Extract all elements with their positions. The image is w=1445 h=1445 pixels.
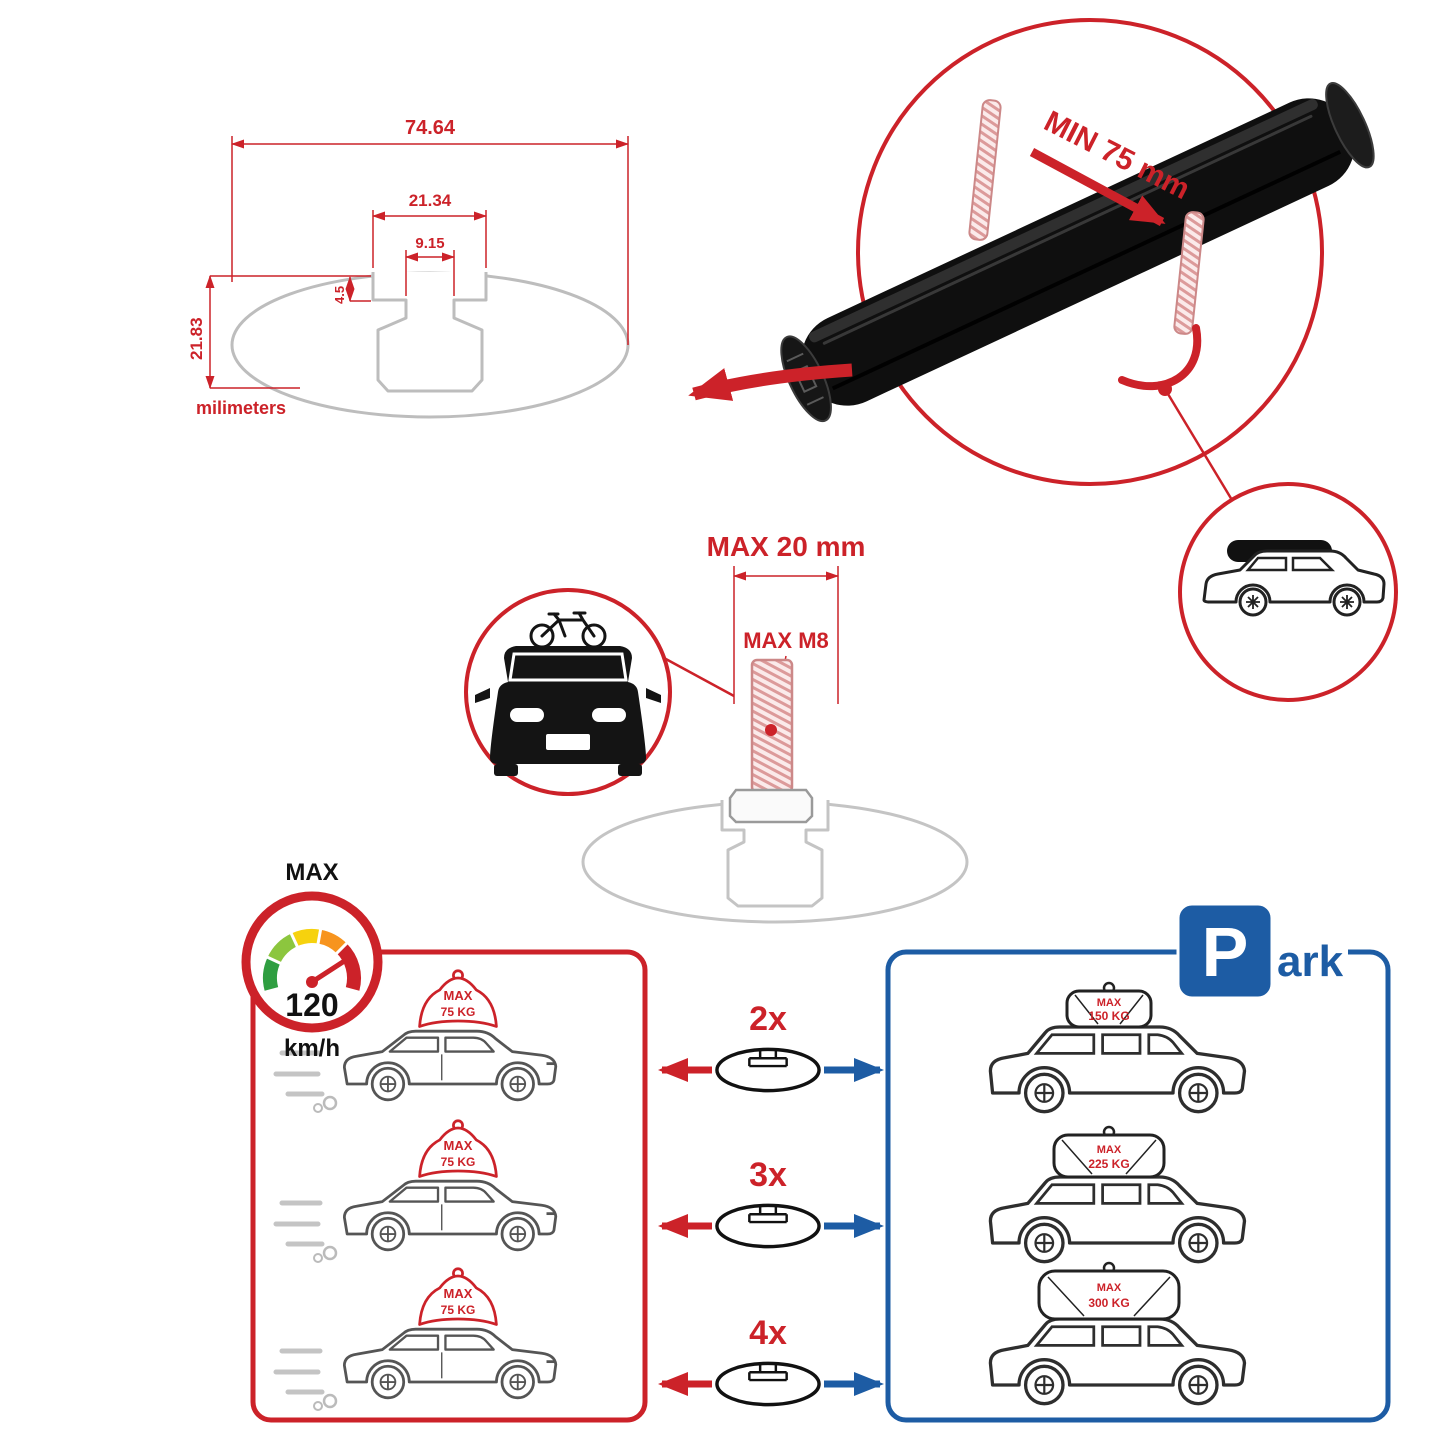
- gauge-pivot: [306, 976, 318, 988]
- dimension-lip-height: 4.5: [332, 286, 347, 304]
- load-label: MAX: [444, 1138, 473, 1153]
- multiplier-label: 4x: [749, 1314, 787, 1352]
- roof-cargo-icon: [1065, 989, 1153, 1029]
- gauge-needle: [309, 955, 352, 985]
- parked-row: MAX 225 KG: [988, 1125, 1247, 1264]
- load-value: 75 KG: [441, 1155, 476, 1169]
- speed-limit-badge: MAX 120 km/h: [241, 859, 383, 1062]
- load-label: MAX: [1097, 1144, 1122, 1156]
- parking-sign-letter: P: [1202, 913, 1249, 991]
- sign-backing: [1272, 928, 1348, 980]
- load-value: 225 KG: [1088, 1157, 1129, 1171]
- car-front-with-bike-icon: [475, 611, 661, 776]
- leader-dot: [765, 724, 777, 736]
- multiplier-row: 2x: [658, 1000, 884, 1093]
- driving-row: MAX 75 KG: [273, 1267, 558, 1411]
- roof-cargo-icon: [1052, 1133, 1166, 1179]
- t-slot-block-icon: [720, 800, 830, 908]
- load-value: 75 KG: [441, 1303, 476, 1317]
- clamp-zoom-detail: MIN 75 mm: [688, 18, 1375, 506]
- load-label: MAX: [444, 1286, 473, 1301]
- multiplier-label: 3x: [749, 1156, 787, 1194]
- connector-line: [663, 656, 735, 698]
- crossbar-section-icon: [715, 1361, 821, 1407]
- load-label: MAX: [1097, 997, 1122, 1009]
- t-slot-profile-icon: [371, 272, 488, 393]
- motion-lines-icon: [273, 1050, 325, 1097]
- speed-limit-title: MAX: [285, 859, 338, 886]
- driving-row: MAX 75 KG: [273, 1119, 558, 1263]
- driving-row: MAX 75 KG: [273, 969, 558, 1113]
- max-thread-label: MAX M8: [743, 628, 829, 653]
- motion-lines-icon: [273, 1200, 325, 1247]
- speedometer-gauge: [262, 928, 362, 991]
- parked-row: MAX 150 KG: [988, 981, 1247, 1114]
- exhaust-icon: [322, 1095, 338, 1111]
- bolt-head-icon: [728, 788, 814, 824]
- parking-sign: P ark: [1176, 902, 1348, 1000]
- roof-cargo-icon: [1037, 1269, 1181, 1321]
- crossbar-section-icon: [715, 1203, 821, 1249]
- speed-limit-unit: km/h: [284, 1035, 340, 1062]
- max-bolt-length-label: MAX 20 mm: [707, 531, 866, 562]
- suv-roofbox-icon: [1202, 540, 1386, 617]
- load-value: 75 KG: [441, 1005, 476, 1019]
- parked-row: MAX 300 KG: [988, 1261, 1247, 1406]
- motion-lines-icon: [273, 1348, 325, 1395]
- parking-sign-square: [1176, 902, 1274, 1000]
- exhaust-icon: [322, 1393, 338, 1409]
- connector-line: [1166, 393, 1237, 506]
- load-value: 300 KG: [1088, 1296, 1129, 1310]
- crossbar-icon: [780, 82, 1375, 423]
- min-grip-arrow-icon: [1029, 148, 1166, 226]
- load-comparison: MAX 75 KG MAX 75 KG MAX 75 KG 2x: [250, 902, 1391, 1423]
- dimension-total-width: 74.64: [405, 117, 456, 139]
- u-bolt-right-rod-icon: [1173, 211, 1205, 335]
- connector-dot: [1158, 382, 1172, 396]
- units-label: milimeters: [196, 398, 286, 418]
- dimension-inner-width: 9.15: [415, 235, 444, 252]
- bolt-spec-diagram: MAX 20 mm MAX M8: [464, 531, 969, 924]
- u-bolt-hook-icon: [1118, 324, 1202, 391]
- suv-roofbox-badge: [1178, 482, 1398, 702]
- crossbar-section-icon: [715, 1047, 821, 1093]
- dimension-total-height: 21.83: [187, 317, 206, 360]
- crossbar-dimension-diagram: 74.64 21.34 9.15 4.5 21.83 milimeters: [187, 117, 630, 419]
- u-bolt-left-rod-icon: [968, 99, 1002, 241]
- speedometer-icon: [241, 891, 383, 1033]
- exhaust-icon: [322, 1245, 338, 1261]
- load-value: 150 KG: [1088, 1009, 1129, 1023]
- zoom-arrow-icon: [688, 363, 853, 401]
- load-label: MAX: [444, 988, 473, 1003]
- multiplier-row: 3x: [658, 1156, 884, 1249]
- load-label: MAX: [1097, 1282, 1122, 1294]
- multiplier-label: 2x: [749, 1000, 787, 1038]
- multiplier-row: 4x: [658, 1314, 884, 1407]
- speed-limit-value: 120: [285, 987, 338, 1023]
- dimension-opening-width: 21.34: [409, 191, 452, 210]
- parking-sign-suffix: ark: [1277, 937, 1344, 986]
